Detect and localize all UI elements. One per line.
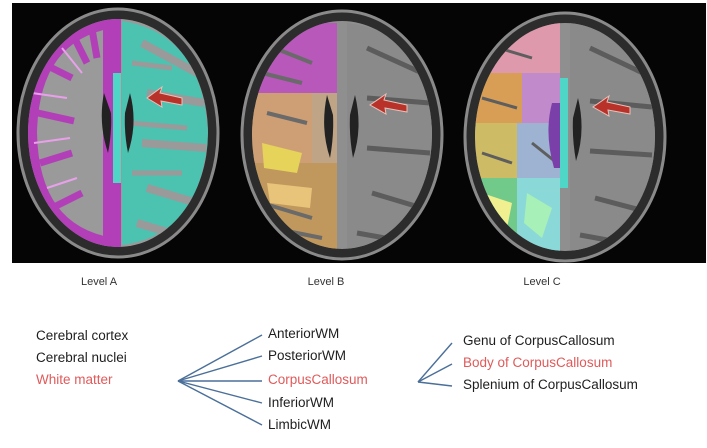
brain-slice-level-c [465,13,665,261]
term-limbicwm: LimbicWM [268,417,331,433]
connector-wm-limbicwm [178,381,262,425]
brain-mri-panel [12,3,706,263]
term-genu-corpuscallosum: Genu of CorpusCallosum [463,333,615,349]
term-corpuscallosum: CorpusCallosum [268,372,368,388]
connector-cc-body [418,364,452,382]
brain-slice-level-b [242,11,442,259]
connector-cc-splenium [418,382,452,386]
connector-cc-genu [418,343,452,382]
connector-wm-posteriorwm [178,356,262,381]
term-anteriorwm: AnteriorWM [268,326,339,342]
connector-wm-anteriorwm [178,335,262,381]
term-cerebral-nuclei: Cerebral nuclei [36,350,127,366]
term-splenium-corpuscallosum: Splenium of CorpusCallosum [463,377,638,393]
term-posteriorwm: PosteriorWM [268,348,346,364]
level-c-label: Level C [523,276,560,288]
term-white-matter: White matter [36,372,113,388]
level-b-label: Level B [308,276,345,288]
level-a-label: Level A [81,276,117,288]
term-inferiorwm: InferiorWM [268,395,334,411]
term-cerebral-cortex: Cerebral cortex [36,328,128,344]
connector-wm-inferiorwm [178,381,262,403]
brain-slices-figure [12,3,706,263]
term-body-corpuscallosum: Body of CorpusCallosum [463,355,612,371]
brain-slice-level-a [18,9,218,257]
